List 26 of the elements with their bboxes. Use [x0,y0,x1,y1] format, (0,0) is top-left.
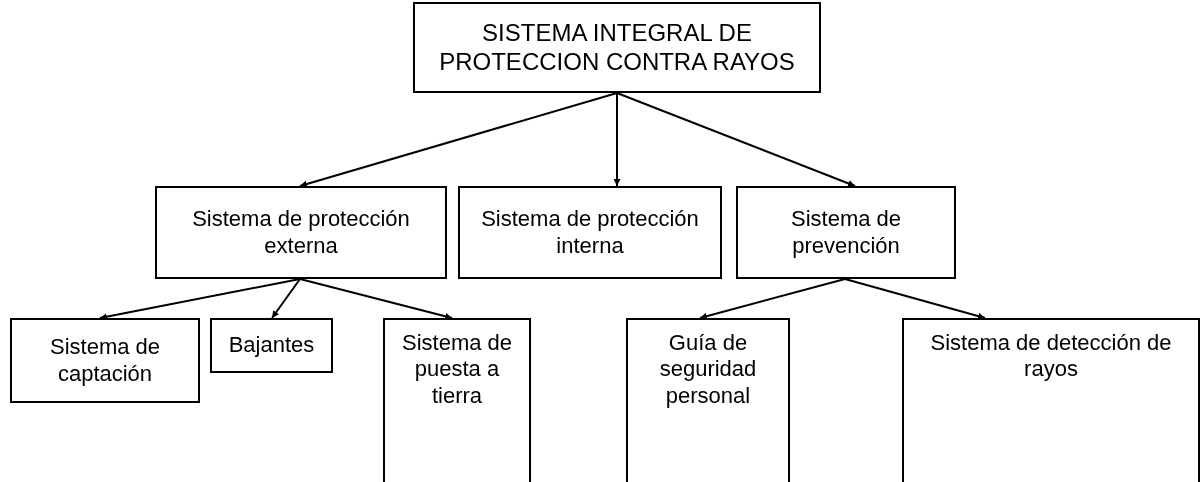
box [626,318,790,482]
box-label: Sistema de puesta a tierra [400,330,514,410]
box [458,186,722,279]
arrow [299,92,618,188]
box-label: Bajantes [228,332,315,359]
arrow [844,278,986,320]
arrow [613,92,621,187]
box [155,186,447,279]
arrow [271,278,301,319]
box-label: Sistema de protección externa [191,206,411,259]
box [902,318,1200,482]
box-label: Sistema de detección de rayos [929,330,1173,383]
box [10,318,200,403]
box-label: SISTEMA INTEGRAL DE PROTECCION CONTRA RAYOS [438,18,796,77]
arrow [299,278,453,320]
box [413,2,821,93]
box [210,318,333,373]
box-label: Sistema de captación [48,334,162,387]
box-label: Guía de seguridad personal [658,330,758,410]
arrow [699,278,846,320]
box [736,186,956,279]
box-label: Sistema de prevención [789,206,903,259]
box-label: Sistema de protección interna [480,206,700,259]
arrow [99,278,301,321]
arrow [616,92,856,187]
box [383,318,531,482]
